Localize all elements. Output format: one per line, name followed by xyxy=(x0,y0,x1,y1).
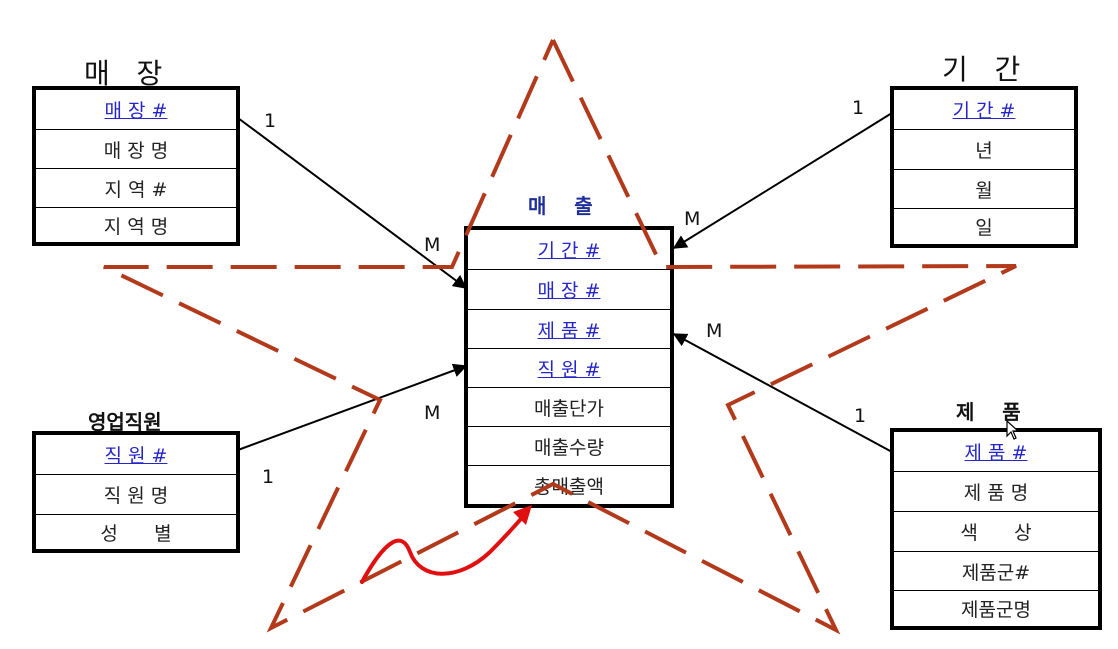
red-squiggle-arrow xyxy=(360,511,528,584)
period-attr-row: 기 간 # xyxy=(894,90,1074,130)
sales-attr-row: 매 장 # xyxy=(468,270,670,310)
employee-key-attribute: 직 원 # xyxy=(104,445,168,467)
employee-attribute: 성 별 xyxy=(100,522,172,545)
period-attr-row: 일 xyxy=(894,209,1074,244)
sales-attr-row: 매출단가 xyxy=(468,388,670,427)
period-attr-row: 년 xyxy=(894,130,1074,170)
product-attr-row: 색 상 xyxy=(894,512,1098,552)
sales-key-attribute: 매 장 # xyxy=(537,280,601,302)
period-attribute: 년 xyxy=(975,140,993,162)
store-attr-row: 매 장 # xyxy=(36,90,236,130)
sales-attr-row: 제 품 # xyxy=(468,310,670,349)
product-attribute: 제품군명 xyxy=(961,599,1031,621)
product-key-attribute: 제 품 # xyxy=(964,442,1028,464)
product-entity[interactable]: 제 품 # 제 품 명 색 상 제품군# 제품군명 xyxy=(890,428,1102,630)
product-many-cardinality: M xyxy=(706,320,723,342)
employee-attribute: 직 원 명 xyxy=(103,485,169,507)
period-attribute: 일 xyxy=(975,217,993,239)
product-one-cardinality: 1 xyxy=(854,405,867,427)
sales-attribute: 매출단가 xyxy=(534,397,604,420)
store-attribute: 지 역 명 xyxy=(103,215,169,238)
period-attr-row: 월 xyxy=(894,170,1074,209)
sales-attr-row: 직 원 # xyxy=(468,349,670,388)
store-entity[interactable]: 매 장 # 매 장 명 지 역 # 지 역 명 xyxy=(32,86,240,246)
store-many-cardinality: M xyxy=(424,234,441,256)
sales-attribute: 매출수량 xyxy=(534,436,604,459)
sales-entity-title: 매 출 xyxy=(528,194,593,218)
red-arrowhead xyxy=(513,505,532,525)
employee-attr-row: 직 원 # xyxy=(36,435,236,475)
period-sales-relationship xyxy=(672,112,893,249)
sales-entity[interactable]: 기 간 # 매 장 # 제 품 # 직 원 # 매출단가 매출수량 총매출액 xyxy=(464,226,674,508)
period-many-cardinality: M xyxy=(684,208,701,230)
employee-attr-row: 성 별 xyxy=(36,515,236,549)
store-one-cardinality: 1 xyxy=(264,110,277,132)
store-key-attribute: 매 장 # xyxy=(104,100,168,122)
employee-many-cardinality: M xyxy=(424,402,441,424)
sales-attr-row: 총매출액 xyxy=(468,466,670,504)
product-attribute: 제 품 명 xyxy=(963,482,1029,504)
store-sales-relationship xyxy=(237,117,468,289)
period-key-attribute: 기 간 # xyxy=(952,100,1016,122)
mouse-cursor-icon xyxy=(1006,420,1020,440)
sales-attr-row: 기 간 # xyxy=(468,230,670,270)
product-attr-row: 제품군명 xyxy=(894,591,1098,626)
store-attribute: 매 장 명 xyxy=(103,139,169,162)
product-attr-row: 제품군# xyxy=(894,552,1098,591)
period-entity-title: 기 간 xyxy=(942,53,1021,86)
employee-entity[interactable]: 직 원 # 직 원 명 성 별 xyxy=(32,431,240,553)
sales-key-attribute: 제 품 # xyxy=(537,319,601,342)
period-attribute: 월 xyxy=(975,179,993,202)
store-attr-row: 지 역 # xyxy=(36,169,236,208)
store-attr-row: 지 역 명 xyxy=(36,208,236,242)
period-entity[interactable]: 기 간 # 년 월 일 xyxy=(890,86,1078,248)
product-sales-relationship xyxy=(672,333,893,453)
product-attribute: 제품군# xyxy=(961,561,1031,584)
sales-attribute: 총매출액 xyxy=(534,475,604,498)
store-attr-row: 매 장 명 xyxy=(36,130,236,169)
period-one-cardinality: 1 xyxy=(852,97,865,119)
sales-attr-row: 매출수량 xyxy=(468,427,670,466)
store-attribute: 지 역 # xyxy=(104,178,168,201)
product-attr-row: 제 품 # xyxy=(894,432,1098,472)
employee-attr-row: 직 원 명 xyxy=(36,475,236,515)
employee-one-cardinality: 1 xyxy=(262,466,275,488)
product-attribute: 색 상 xyxy=(960,522,1032,544)
product-attr-row: 제 품 명 xyxy=(894,472,1098,512)
sales-key-attribute: 기 간 # xyxy=(537,240,601,262)
sales-key-attribute: 직 원 # xyxy=(537,358,601,381)
